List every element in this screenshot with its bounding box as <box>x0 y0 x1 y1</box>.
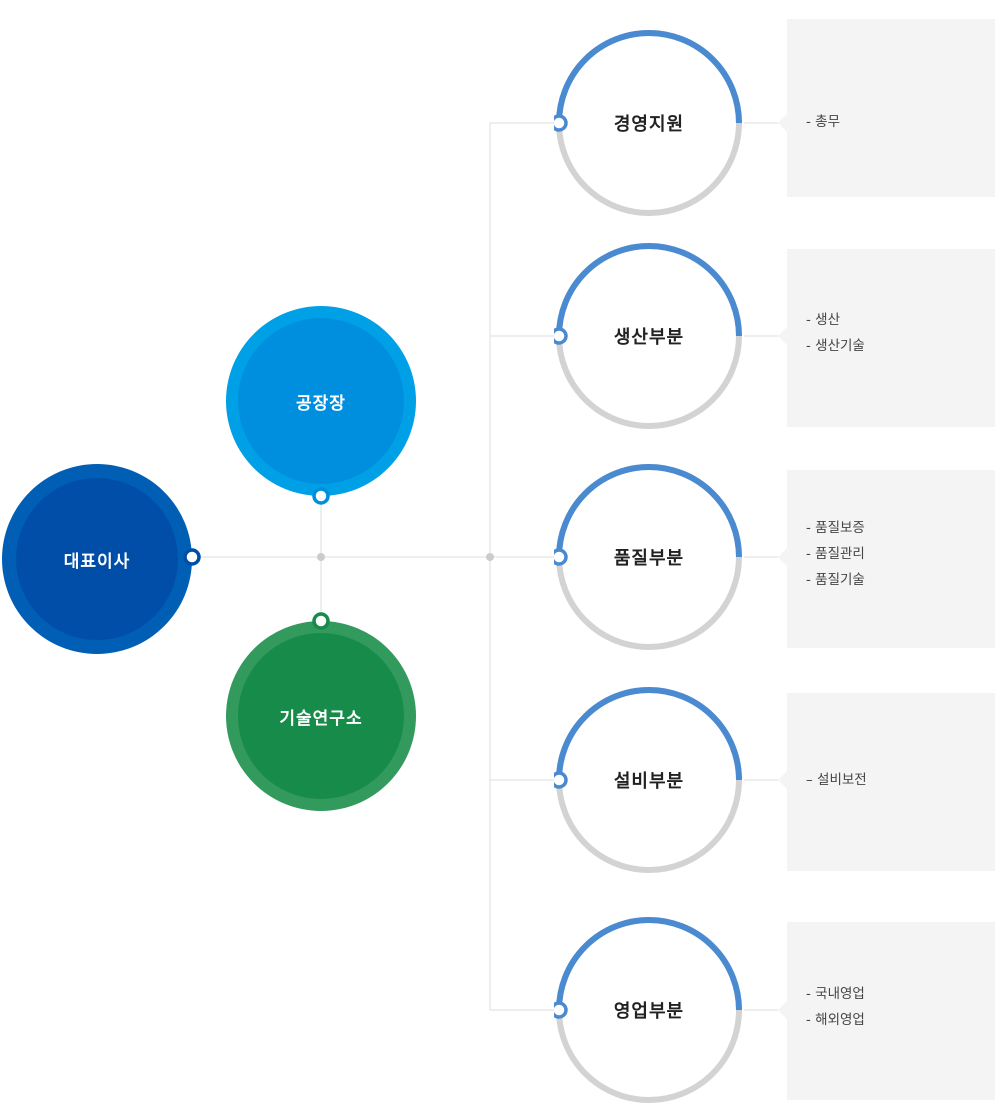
dept-connector-dot <box>554 1001 568 1019</box>
dept-ring <box>554 30 742 216</box>
dept-duty-list: - 총무 <box>806 109 840 135</box>
dept-duty-item: – 설비보전 <box>806 772 867 788</box>
dept-info-panel: - 품질보증 - 품질관리 - 품질기술 <box>778 470 995 648</box>
dept-label: 생산부분 <box>613 327 685 348</box>
dept-info-panel: .info.p0::before{} - 총무 <box>778 19 995 197</box>
dept-node-management-support: 경영지원 <box>554 28 744 218</box>
dept-ring <box>554 687 742 873</box>
dept-duty-list: - 생산 - 생산기술 <box>806 307 865 359</box>
junction-dot <box>317 553 325 561</box>
dept-ring <box>554 464 742 650</box>
dept-info-panel: - 국내영업 - 해외영업 <box>778 922 995 1100</box>
plant-manager-node-inner <box>238 318 404 484</box>
dept-duty-list: - 품질보증 - 품질관리 - 품질기술 <box>806 515 865 593</box>
dept-duty-item: - 국내영업 <box>806 986 865 1002</box>
junction-dot <box>486 553 494 561</box>
dept-label: 영업부분 <box>613 1001 685 1022</box>
dept-connector-dot <box>554 327 568 345</box>
research-lab-label: 기술연구소 <box>279 708 363 729</box>
dept-duty-list: - 국내영업 - 해외영업 <box>806 981 865 1033</box>
dept-duty-item: - 품질관리 <box>806 546 865 562</box>
dept-connector-dot <box>554 771 568 789</box>
research-lab-node-inner <box>238 633 404 799</box>
dept-duty-item: - 해외영업 <box>806 1012 865 1028</box>
dept-ring <box>554 917 742 1103</box>
plant-manager-label: 공장장 <box>296 393 346 414</box>
dept-duty-item: - 생산 <box>806 312 841 328</box>
dept-info-panel: - 생산 - 생산기술 <box>778 249 995 427</box>
dept-node-facilities: 설비부분 <box>554 685 744 875</box>
dept-label: 설비부분 <box>613 771 685 792</box>
dept-duty-item: - 생산기술 <box>806 338 865 354</box>
plant-manager-node: 공장장 <box>226 306 416 496</box>
dept-connector-dot <box>554 548 568 566</box>
dept-duty-item: - 품질기술 <box>806 572 865 588</box>
dept-node-sales: 영업부분 <box>554 915 744 1105</box>
dept-duty-item: - 총무 <box>806 114 841 130</box>
dept-connector-dot <box>554 114 568 132</box>
dept-ring <box>554 243 742 429</box>
dept-node-production: 생산부분 <box>554 241 744 431</box>
dept-label: 품질부분 <box>613 548 685 569</box>
ceo-label: 대표이사 <box>63 551 131 572</box>
dept-duty-list: – 설비보전 <box>806 767 867 793</box>
dept-label: 경영지원 <box>613 114 685 135</box>
dept-duty-item: - 품질보증 <box>806 520 865 536</box>
dept-node-quality: 품질부분 <box>554 462 744 652</box>
ceo-node-inner <box>16 478 178 640</box>
research-lab-node: 기술연구소 <box>226 621 416 811</box>
ceo-node: 대표이사 <box>2 464 192 654</box>
dept-info-panel: – 설비보전 <box>778 693 995 871</box>
